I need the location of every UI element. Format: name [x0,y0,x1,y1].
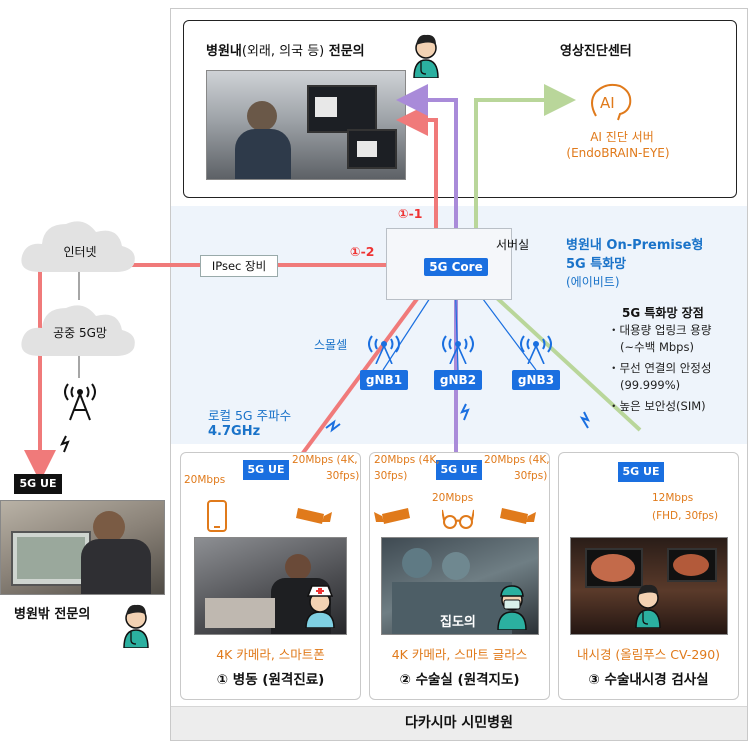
red-path-ward [278,278,433,486]
public-5g-label: 공중 5G망 [53,326,107,340]
network-subtitle: 5G 특화망 [566,257,627,272]
internet-label: 인터넷 [63,245,97,259]
outside-specialist-label: 병원밖 전문의 [14,607,91,622]
doctor-avatar-icon [635,584,661,628]
ward-rate-right-fps: 30fps) [326,470,360,482]
feature-item: ・무선 연결의 안정성 [608,361,712,375]
ward-rate-right: 20Mbps (4K, [292,454,358,466]
green-path-endo [470,273,642,432]
ai-server-name: (EndoBRAIN-EYE) [566,146,670,160]
wireless-link-icon [325,419,341,433]
camera-icon [500,508,536,524]
endo-5g-ue: 5G UE [618,462,664,482]
doctor-avatar-icon [123,604,149,648]
small-cell-antenna-icon [442,335,474,364]
path-2-label: ①-2 [350,244,375,259]
local-band-value: 4.7GHz [208,424,261,439]
feature-item: ・높은 보안성(SIM) [608,399,706,413]
or-rate-right: 20Mbps (4K, [484,454,550,466]
internet-cloud-icon [21,221,135,272]
small-cell-label: 스몰셀 [314,338,348,352]
ipsec-device: IPsec 장비 [200,255,278,277]
outside-5g-ue: 5G UE [14,474,62,494]
or-rate-mid: 20Mbps [432,492,474,504]
endo-device-caption: 내시경 (올림푸스 CV-290) [576,647,721,662]
public-5g-cloud-icon [21,305,135,356]
camera-icon [374,508,410,524]
in-hospital-specialist-heading: 병원내(외래, 의국 등) 전문의 [206,44,365,59]
ward-rate-left: 20Mbps [184,474,226,486]
endo-title: ③ 수술내시경 검사실 [588,672,709,688]
network-title: 병원내 On-Premise형 [566,238,704,253]
smartphone-icon [207,500,227,532]
ai-server-label: AI 진단 서버 [590,130,654,144]
wireless-link-icon [460,403,470,421]
imaging-center-heading: 영상진단센터 [560,44,632,59]
or-5g-ue: 5G UE [436,460,482,480]
endo-rate: 12Mbps [652,492,694,504]
supervisor-label: 집도의 [440,615,476,630]
or-rate-right-fps: 30fps) [514,470,548,482]
5g-core: 5G Core [424,258,488,276]
smart-glasses-icon [442,509,474,529]
ai-head-icon: AI [591,83,632,121]
purple-path-to-specialist [396,84,458,258]
feature-item: (~수백 Mbps) [620,340,694,354]
or-photo [381,537,539,635]
feature-item: ・대용량 업링크 용량 [608,323,712,337]
or-devices-caption: 4K 카메라, 스마트 글라스 [391,647,528,662]
ward-title: ① 병동 (원격진료) [216,672,325,688]
doctor-avatar-icon [413,34,439,78]
gnb1: gNB1 [360,370,408,390]
small-cell-antenna-icon [520,335,552,364]
features-title: 5G 특화망 장점 [622,306,704,320]
gnb2: gNB2 [434,370,482,390]
surgeon-avatar-icon [497,585,527,630]
green-path-to-ai [474,84,576,258]
endo-rate-detail: (FHD, 30fps) [652,510,719,522]
wireless-link-icon [60,435,70,453]
antenna-icon [64,383,96,421]
server-room-label: 서버실 [496,238,530,252]
network-vendor: (에이비트) [566,275,620,289]
camera-icon [296,508,332,524]
or-rate-left-fps: 30fps) [374,470,408,482]
gnb3: gNB3 [512,370,560,390]
feature-item: (99.999%) [620,378,681,392]
or-rate-left: 20Mbps (4K, [374,454,440,466]
or-title: ② 수술실 (원격지도) [399,672,520,688]
local-band-label: 로컬 5G 주파수 [208,408,292,423]
small-cell-antenna-icon [368,335,400,364]
svg-text:AI: AI [600,94,615,112]
path-1-label: ①-1 [398,206,423,221]
red-path-to-specialist [396,104,438,258]
ward-devices-caption: 4K 카메라, 스마트폰 [216,647,325,662]
ward-5g-ue: 5G UE [243,460,289,480]
outside-specialist-photo [0,500,165,595]
hospital-name: 다카시마 시민병원 [171,706,747,740]
wireless-link-icon [579,411,590,429]
nurse-avatar-icon [305,585,335,628]
in-hospital-specialist-photo [206,70,406,180]
